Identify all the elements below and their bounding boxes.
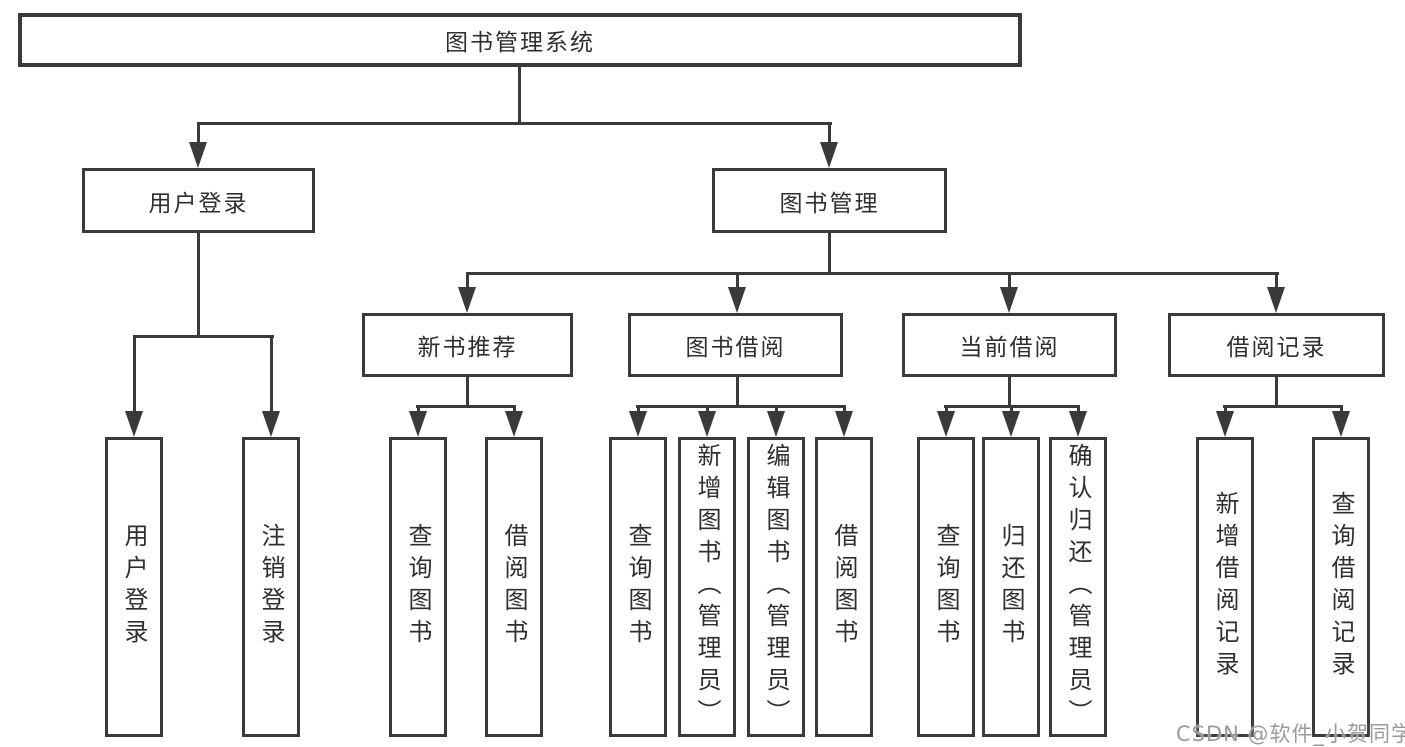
arrow-line	[843, 405, 846, 415]
leaf-add-books-admin: 新增图书（管理员）	[678, 437, 736, 737]
arrow-line	[736, 272, 739, 291]
leaf-label: 查询图书	[932, 523, 960, 651]
leaf-query-books-recommend: 查询图书	[389, 437, 447, 737]
leaf-label: 新增借阅记录	[1211, 491, 1239, 683]
leaf-label: 借阅图书	[500, 523, 528, 651]
node-new-book-recommend: 新书推荐	[362, 313, 573, 377]
leaf-label: 查询图书	[404, 523, 432, 651]
node-book-borrowing: 图书借阅	[628, 313, 843, 377]
arrowhead-icon	[1000, 287, 1018, 313]
arrowhead-icon	[1332, 411, 1350, 437]
arrowhead-icon	[1002, 411, 1020, 437]
connector-stem	[828, 233, 831, 272]
csdn-watermark: CSDN @软件_小贺同学	[1176, 722, 1405, 746]
arrowhead-icon	[835, 411, 853, 437]
arrowhead-icon	[458, 287, 476, 313]
connector-stem	[518, 67, 521, 122]
connector-stem	[466, 377, 469, 405]
connector-stem	[736, 377, 739, 405]
arrow-line	[775, 405, 778, 415]
leaf-label: 确认归还（管理员）	[1064, 443, 1092, 731]
arrow-line	[197, 122, 200, 146]
arrow-line	[417, 405, 420, 415]
arrowhead-icon	[409, 411, 427, 437]
leaf-label: 借阅图书	[830, 523, 858, 651]
arrow-line	[637, 405, 640, 415]
arrowhead-icon	[698, 411, 716, 437]
connector-stem	[1275, 377, 1278, 405]
arrow-line	[1077, 405, 1080, 415]
leaf-return-books: 归还图书	[982, 437, 1040, 737]
arrow-line	[513, 405, 516, 415]
arrow-line	[1340, 405, 1343, 415]
leaf-query-books-current: 查询图书	[917, 437, 975, 737]
node-library-management-system: 图书管理系统	[18, 13, 1022, 67]
arrowhead-icon	[820, 142, 838, 168]
node-label: 当前借阅	[959, 335, 1060, 361]
leaf-label: 注销登录	[257, 523, 285, 651]
leaf-user-login: 用户登录	[105, 437, 163, 737]
leaf-query-borrow-record: 查询借阅记录	[1312, 437, 1370, 737]
arrowhead-icon	[189, 142, 207, 168]
leaf-label: 用户登录	[120, 523, 148, 651]
leaf-edit-books-admin: 编辑图书（管理员）	[747, 437, 805, 737]
node-user-login: 用户登录	[82, 168, 315, 233]
arrowhead-icon	[937, 411, 955, 437]
leaf-label: 新增图书（管理员）	[693, 443, 721, 731]
node-current-borrowing: 当前借阅	[902, 313, 1117, 377]
connector-bar	[416, 405, 516, 408]
arrow-line	[1275, 272, 1278, 291]
arrowhead-icon	[262, 411, 280, 437]
arrowhead-icon	[125, 411, 143, 437]
node-label: 图书管理	[779, 190, 880, 217]
arrowhead-icon	[629, 411, 647, 437]
leaf-confirm-return-admin: 确认归还（管理员）	[1049, 437, 1107, 737]
arrowhead-icon	[767, 411, 785, 437]
node-label: 借阅记录	[1226, 335, 1327, 361]
connector-bar	[133, 335, 274, 338]
connector-stem	[1008, 377, 1011, 405]
arrowhead-icon	[728, 287, 746, 313]
arrow-line	[1224, 405, 1227, 415]
connector-bar	[636, 405, 846, 408]
leaf-query-books-borrowing: 查询图书	[609, 437, 667, 737]
connector-bar	[466, 272, 1279, 275]
connector-bar	[197, 122, 832, 125]
connector-bar	[1223, 405, 1343, 408]
arrow-line	[706, 405, 709, 415]
arrow-line	[133, 335, 136, 415]
node-book-management: 图书管理	[712, 168, 947, 233]
arrow-line	[270, 335, 273, 415]
node-label: 图书管理系统	[445, 30, 595, 56]
leaf-label: 查询图书	[624, 523, 652, 651]
leaf-borrow-books-recommend: 借阅图书	[485, 437, 543, 737]
node-label: 图书借阅	[685, 335, 786, 361]
arrow-line	[1010, 405, 1013, 415]
arrow-line	[1008, 272, 1011, 291]
leaf-borrow-books: 借阅图书	[815, 437, 873, 737]
node-label: 新书推荐	[417, 335, 518, 361]
leaf-logout: 注销登录	[242, 437, 300, 737]
arrow-line	[466, 272, 469, 291]
arrowhead-icon	[1267, 287, 1285, 313]
leaf-label: 编辑图书（管理员）	[762, 443, 790, 731]
arrow-line	[945, 405, 948, 415]
arrowhead-icon	[1069, 411, 1087, 437]
node-borrowing-records: 借阅记录	[1168, 313, 1385, 377]
connector-stem	[197, 232, 200, 335]
arrowhead-icon	[505, 411, 523, 437]
node-label: 用户登录	[148, 190, 249, 217]
leaf-label: 查询借阅记录	[1327, 491, 1355, 683]
arrow-line	[828, 122, 831, 146]
leaf-label: 归还图书	[997, 523, 1025, 651]
leaf-add-borrow-record: 新增借阅记录	[1196, 437, 1254, 737]
arrowhead-icon	[1216, 411, 1234, 437]
